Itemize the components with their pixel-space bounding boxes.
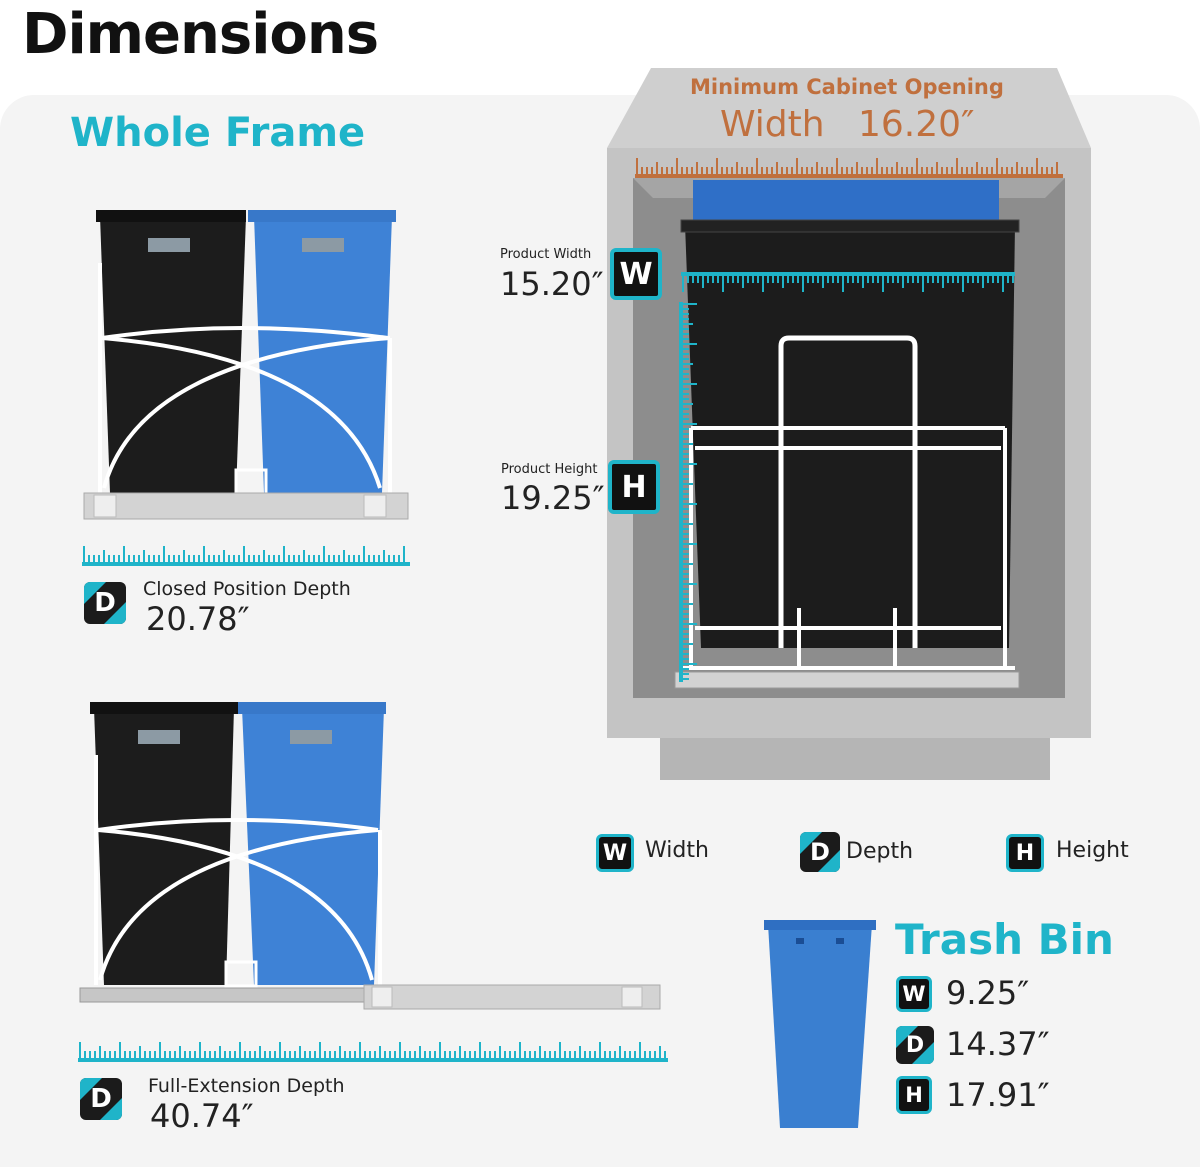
trash-width-value: 9.25″ (946, 974, 1030, 1012)
trash-depth-icon: D (896, 1026, 934, 1064)
page-title: Dimensions (22, 2, 379, 67)
cabinet-width-label: Width (720, 104, 825, 145)
legend-width-icon: W (596, 834, 634, 872)
trash-bin-title: Trash Bin (895, 915, 1114, 964)
trash-bin-image (764, 920, 876, 1128)
product-width-badge-icon: W (610, 248, 662, 300)
trash-width-icon: W (896, 976, 932, 1012)
closed-depth-label: Closed Position Depth (143, 578, 351, 600)
legend-width-label: Width (645, 838, 709, 863)
extended-depth-label: Full-Extension Depth (148, 1075, 345, 1097)
product-height-value: 19.25″ (501, 479, 605, 517)
legend-depth-icon: D (800, 832, 840, 872)
product-width-label: Product Width (500, 247, 592, 262)
closed-depth-ruler (82, 546, 410, 566)
extended-depth-value: 40.74″ (150, 1097, 254, 1135)
product-width-value: 15.20″ (500, 265, 604, 303)
trash-height-icon: H (896, 1076, 932, 1114)
whole-frame-title: Whole Frame (70, 110, 366, 156)
closed-depth-value: 20.78″ (146, 600, 250, 638)
closed-frame-image (83, 210, 409, 520)
trash-height-value: 17.91″ (946, 1076, 1050, 1114)
cabinet-width-value: 16.20″ (858, 104, 975, 145)
product-height-badge-icon: H (608, 460, 660, 514)
extended-frame-image (79, 702, 661, 1010)
legend-height-label: Height (1056, 838, 1129, 863)
cabinet-opening-title: Minimum Cabinet Opening (690, 75, 1004, 99)
legend-depth-label: Depth (846, 839, 914, 864)
legend-height-icon: H (1006, 834, 1044, 872)
product-height-label: Product Height (501, 462, 598, 477)
extended-depth-badge-icon: D (80, 1078, 122, 1120)
extended-depth-ruler (78, 1042, 668, 1062)
closed-depth-badge-icon: D (84, 582, 126, 624)
cabinet-image (607, 68, 1091, 780)
trash-depth-value: 14.37″ (946, 1025, 1050, 1063)
